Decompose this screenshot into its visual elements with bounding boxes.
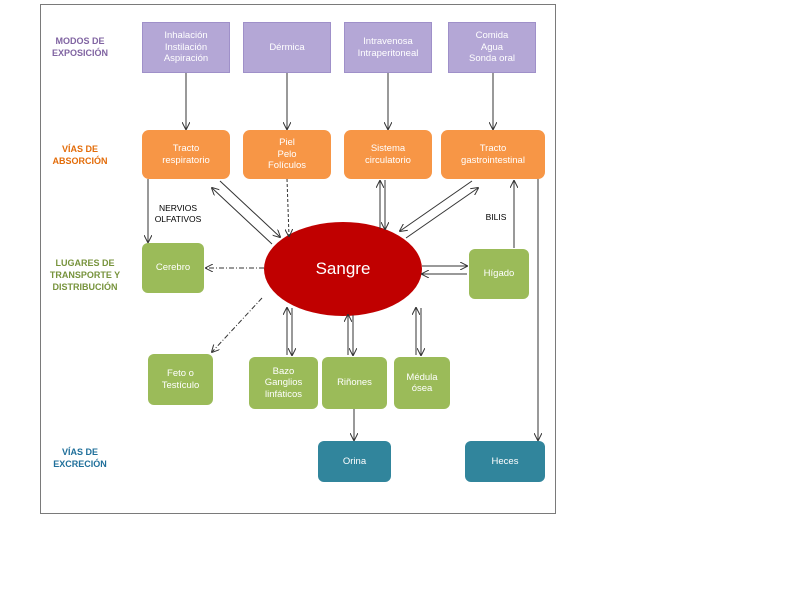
- box-oral: Comida Agua Sonda oral: [448, 22, 536, 73]
- box-feces: Heces: [465, 441, 545, 482]
- arrow-respiratory-to-blood: [219, 180, 280, 237]
- box-brain: Cerebro: [142, 243, 204, 293]
- arrow-blood-to-respiratory: [212, 188, 273, 245]
- box-fetus-testicle: Feto o Testículo: [148, 354, 213, 405]
- note-olfactory-nerves: NERVIOS OLFATIVOS: [154, 203, 202, 224]
- box-urine: Orina: [318, 441, 391, 482]
- row-label-distribution: LUGARES DE TRANSPORTE Y DISTRIBUCIÓN: [49, 258, 121, 292]
- box-circulatory-system: Sistema circulatorio: [344, 130, 432, 179]
- box-respiratory-tract: Tracto respiratorio: [142, 130, 230, 179]
- arrow-gastrointestinal-to-blood: [400, 180, 473, 231]
- arrow-blood-to-gastrointestinal: [405, 188, 478, 239]
- box-spleen-lymph-nodes: Bazo Ganglios linfáticos: [249, 357, 318, 409]
- box-gastrointestinal-tract: Tracto gastrointestinal: [441, 130, 545, 179]
- row-label-exposure: MODOS DE EXPOSICIÓN: [51, 36, 108, 58]
- arrow-skin-to-blood: [287, 178, 289, 236]
- arrow-blood-to-fetus: [212, 297, 263, 352]
- box-dermal: Dérmica: [243, 22, 331, 73]
- row-label-excretion: VÍAS DE EXCRECIÓN: [53, 447, 107, 469]
- box-kidneys: Riñones: [322, 357, 387, 409]
- box-intravenous: Intravenosa Intraperitoneal: [344, 22, 432, 73]
- box-liver: Hígado: [469, 249, 529, 299]
- box-bone-marrow: Médula ósea: [394, 357, 450, 409]
- diagram-frame: [40, 4, 556, 514]
- note-bile: BILIS: [485, 212, 507, 222]
- blood-ellipse: Sangre: [264, 222, 422, 316]
- box-inhalation: Inhalación Instilación Aspiración: [142, 22, 230, 73]
- box-skin: Piel Pelo Folículos: [243, 130, 331, 179]
- row-label-absorption: VÍAS DE ABSORCIÓN: [52, 144, 108, 166]
